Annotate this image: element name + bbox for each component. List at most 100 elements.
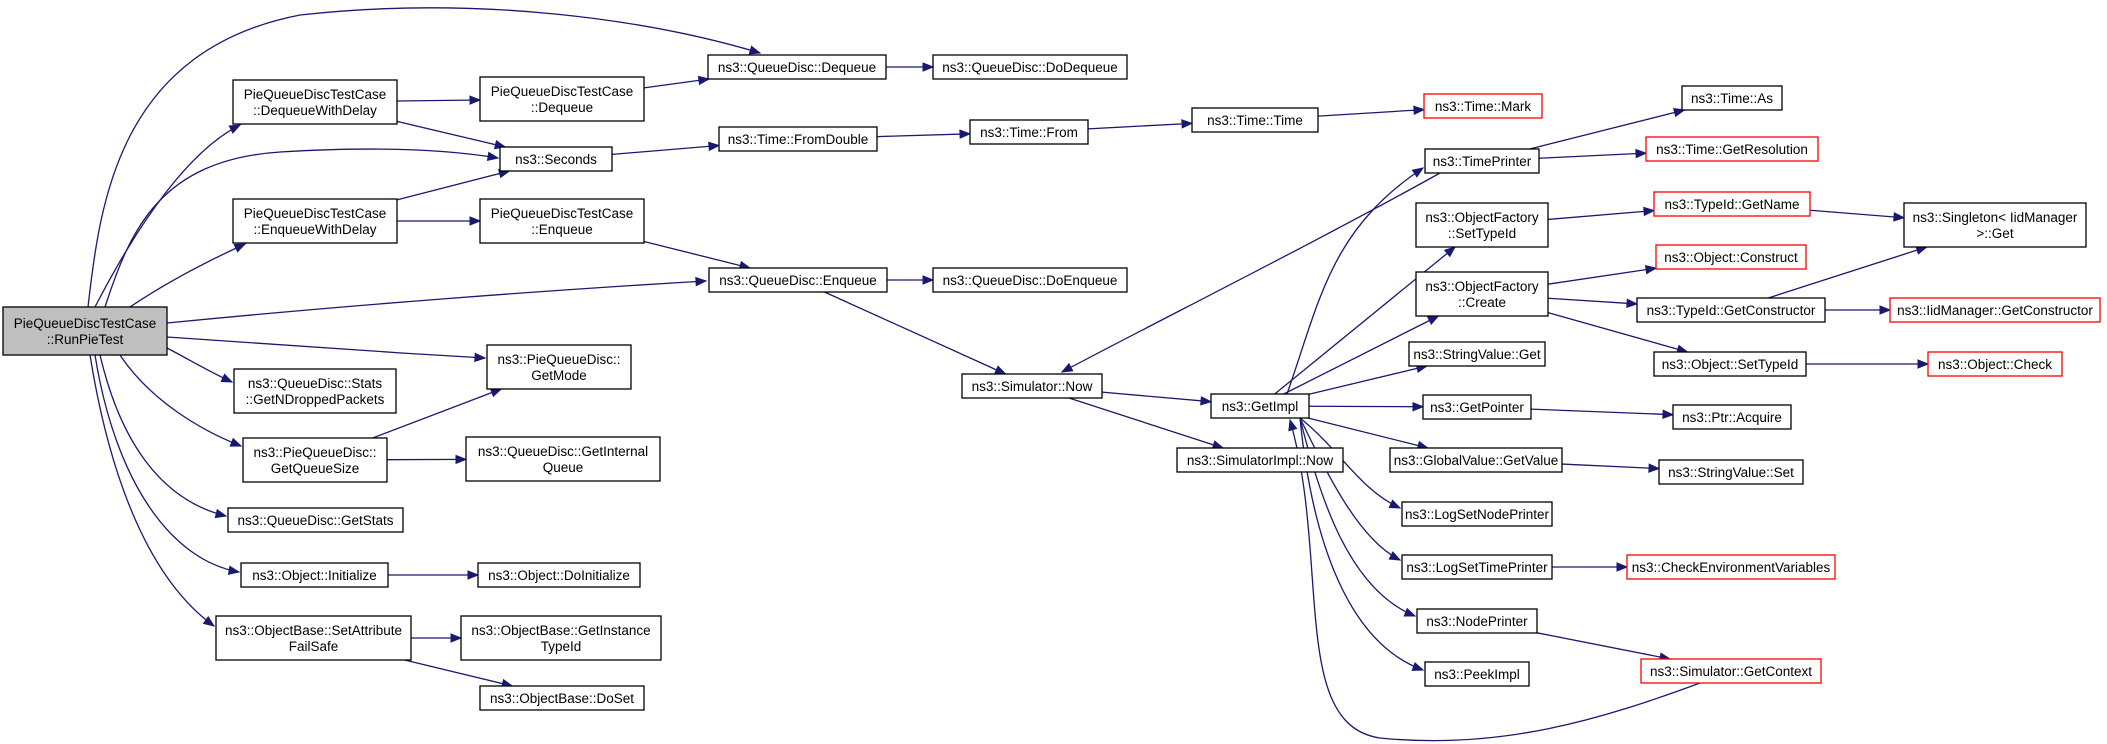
node-box[interactable] [232, 198, 398, 244]
node-box[interactable] [1653, 351, 1807, 377]
node-enqueue-with-delay[interactable]: PieQueueDiscTestCase::EnqueueWithDelay [232, 198, 398, 244]
node-box[interactable] [479, 685, 645, 711]
node-box[interactable] [1424, 148, 1540, 174]
node-box[interactable] [1408, 341, 1546, 367]
node-iid-get-constructor[interactable]: ns3::IidManager::GetConstructor [1889, 297, 2101, 323]
node-box[interactable] [1655, 244, 1807, 270]
node-qd-dequeue[interactable]: ns3::QueueDisc::Dequeue [707, 54, 887, 80]
node-ptr-acquire[interactable]: ns3::Ptr::Acquire [1672, 404, 1792, 430]
node-sim-now[interactable]: ns3::Simulator::Now [961, 373, 1103, 399]
node-get-stats[interactable]: ns3::QueueDisc::GetStats [227, 507, 404, 533]
node-obj-check[interactable]: ns3::Object::Check [1927, 351, 2063, 377]
node-obj-initialize[interactable]: ns3::Object::Initialize [240, 562, 389, 588]
node-time-as[interactable]: ns3::Time::As [1681, 85, 1783, 111]
node-of-set-type-id[interactable]: ns3::ObjectFactory::SetTypeId [1415, 202, 1549, 248]
node-get-queue-size[interactable]: ns3::PieQueueDisc::GetQueueSize [242, 437, 388, 483]
node-box[interactable] [961, 373, 1103, 399]
node-sim-get-context[interactable]: ns3::Simulator::GetContext [1640, 658, 1822, 684]
node-box[interactable] [1176, 447, 1344, 473]
node-string-value-set[interactable]: ns3::StringValue::Set [1658, 459, 1804, 485]
node-from-double[interactable]: ns3::Time::FromDouble [718, 126, 878, 152]
node-box[interactable] [1424, 661, 1530, 687]
node-box[interactable] [499, 146, 613, 172]
node-peek-impl[interactable]: ns3::PeekImpl [1424, 661, 1530, 687]
node-tc-enqueue[interactable]: PieQueueDiscTestCase::Enqueue [479, 198, 645, 244]
node-box[interactable] [718, 126, 878, 152]
node-box[interactable] [1422, 394, 1532, 420]
node-box[interactable] [707, 54, 887, 80]
node-qd-enqueue[interactable]: ns3::QueueDisc::Enqueue [708, 267, 888, 293]
node-box[interactable] [227, 507, 404, 533]
node-dequeue-with-delay[interactable]: PieQueueDiscTestCase::DequeueWithDelay [232, 79, 398, 125]
node-get-mode[interactable]: ns3::PieQueueDisc::GetMode [486, 344, 632, 390]
node-box[interactable] [479, 76, 645, 122]
node-tc-dequeue[interactable]: PieQueueDiscTestCase::Dequeue [479, 76, 645, 122]
node-box[interactable] [969, 119, 1089, 145]
node-box[interactable] [1416, 608, 1538, 634]
node-string-value-get[interactable]: ns3::StringValue::Get [1408, 341, 1546, 367]
node-box[interactable] [1681, 85, 1783, 111]
node-box[interactable] [1640, 658, 1822, 684]
node-box[interactable] [465, 436, 661, 482]
node-box[interactable] [1672, 404, 1792, 430]
node-type-id-get-name[interactable]: ns3::TypeId::GetName [1653, 191, 1811, 217]
node-qd-do-enqueue[interactable]: ns3::QueueDisc::DoEnqueue [932, 267, 1128, 293]
node-box[interactable] [460, 615, 662, 661]
node-obj-construct[interactable]: ns3::Object::Construct [1655, 244, 1807, 270]
node-get-resolution[interactable]: ns3::Time::GetResolution [1645, 136, 1819, 162]
node-box[interactable] [1927, 351, 2063, 377]
node-box[interactable] [233, 368, 397, 414]
node-node-printer[interactable]: ns3::NodePrinter [1416, 608, 1538, 634]
node-get-pointer[interactable]: ns3::GetPointer [1422, 394, 1532, 420]
node-time-time[interactable]: ns3::Time::Time [1191, 107, 1319, 133]
node-check-env-vars[interactable]: ns3::CheckEnvironmentVariables [1626, 554, 1836, 580]
node-box[interactable] [1210, 393, 1310, 419]
node-obj-do-initialize[interactable]: ns3::Object::DoInitialize [477, 562, 641, 588]
node-type-id-get-constructor[interactable]: ns3::TypeId::GetConstructor [1636, 297, 1826, 323]
node-box[interactable] [1636, 297, 1826, 323]
node-root[interactable]: PieQueueDiscTestCase::RunPieTest [2, 306, 168, 356]
node-log-set-node-printer[interactable]: ns3::LogSetNodePrinter [1401, 501, 1553, 527]
node-do-set[interactable]: ns3::ObjectBase::DoSet [479, 685, 645, 711]
node-box[interactable] [479, 198, 645, 244]
node-qd-do-dequeue[interactable]: ns3::QueueDisc::DoDequeue [932, 54, 1128, 80]
node-box[interactable] [240, 562, 389, 588]
node-box[interactable] [708, 267, 888, 293]
node-box[interactable] [232, 79, 398, 125]
node-box[interactable] [1415, 271, 1549, 317]
node-time-printer[interactable]: ns3::TimePrinter [1424, 148, 1540, 174]
node-box[interactable] [1889, 297, 2101, 323]
node-box[interactable] [1401, 554, 1553, 580]
node-box[interactable] [932, 54, 1128, 80]
node-time-mark[interactable]: ns3::Time::Mark [1423, 93, 1543, 119]
node-box[interactable] [477, 562, 641, 588]
node-box[interactable] [242, 437, 388, 483]
node-log-set-time-printer[interactable]: ns3::LogSetTimePrinter [1401, 554, 1553, 580]
node-box[interactable] [1903, 202, 2087, 248]
node-global-value-get-value[interactable]: ns3::GlobalValue::GetValue [1389, 447, 1563, 473]
node-get-impl[interactable]: ns3::GetImpl [1210, 393, 1310, 419]
node-time-from[interactable]: ns3::Time::From [969, 119, 1089, 145]
node-box[interactable] [1645, 136, 1819, 162]
node-seconds[interactable]: ns3::Seconds [499, 146, 613, 172]
node-box[interactable] [1653, 191, 1811, 217]
node-box[interactable] [486, 344, 632, 390]
node-obj-set-type-id[interactable]: ns3::Object::SetTypeId [1653, 351, 1807, 377]
node-box[interactable] [1191, 107, 1319, 133]
node-sim-impl-now[interactable]: ns3::SimulatorImpl::Now [1176, 447, 1344, 473]
node-box[interactable] [1401, 501, 1553, 527]
node-of-create[interactable]: ns3::ObjectFactory::Create [1415, 271, 1549, 317]
node-box[interactable] [1658, 459, 1804, 485]
node-singleton-get[interactable]: ns3::Singleton< IidManager>::Get [1903, 202, 2087, 248]
node-box[interactable] [1626, 554, 1836, 580]
node-box[interactable] [1423, 93, 1543, 119]
node-box[interactable] [1415, 202, 1549, 248]
node-box[interactable] [215, 615, 412, 661]
node-box[interactable] [1389, 447, 1563, 473]
node-stats-dropped[interactable]: ns3::QueueDisc::Stats::GetNDroppedPacket… [233, 368, 397, 414]
node-box[interactable] [932, 267, 1128, 293]
node-box[interactable] [2, 306, 168, 356]
